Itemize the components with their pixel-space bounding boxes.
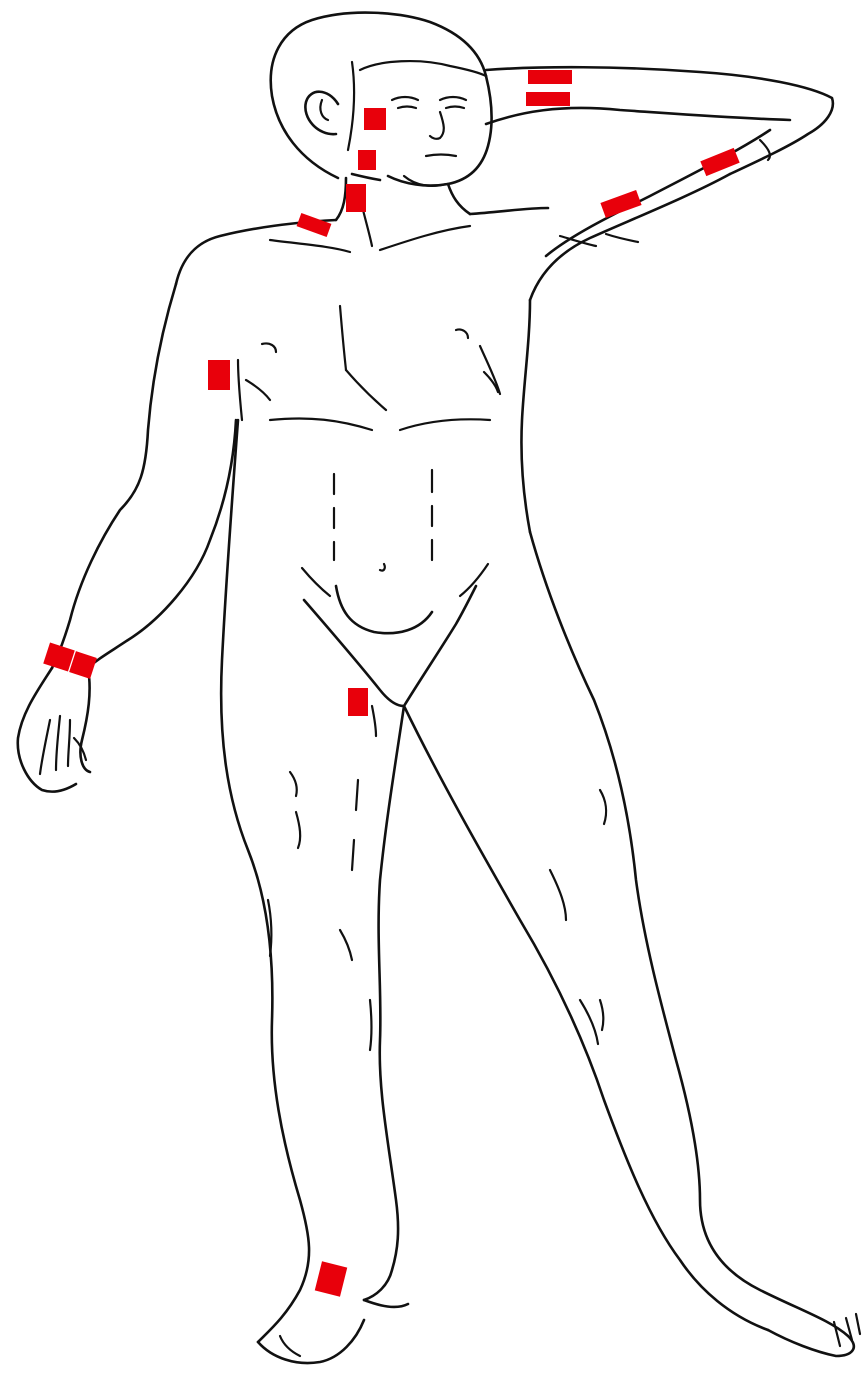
marker-neck-front [346,184,366,212]
marker-wrist-right-b [69,651,97,679]
marker-group [43,70,739,1297]
marker-clavicle [297,213,332,237]
right-leg [404,532,860,1356]
marker-forehead-raised-hand-a [528,70,572,84]
marker-ankle [315,1261,347,1296]
pelvis [304,586,476,706]
marker-jaw-neck [358,150,376,170]
marker-axilla-right [208,360,230,390]
marker-forehead-raised-hand-b [526,92,570,106]
marker-inner-thigh [348,688,368,716]
marker-upper-arm-raised-b [600,190,641,218]
torso [246,300,530,596]
marker-cheek [364,108,386,130]
head [271,13,492,186]
marker-wrist-right-a [43,643,75,672]
left-leg [221,420,408,1363]
